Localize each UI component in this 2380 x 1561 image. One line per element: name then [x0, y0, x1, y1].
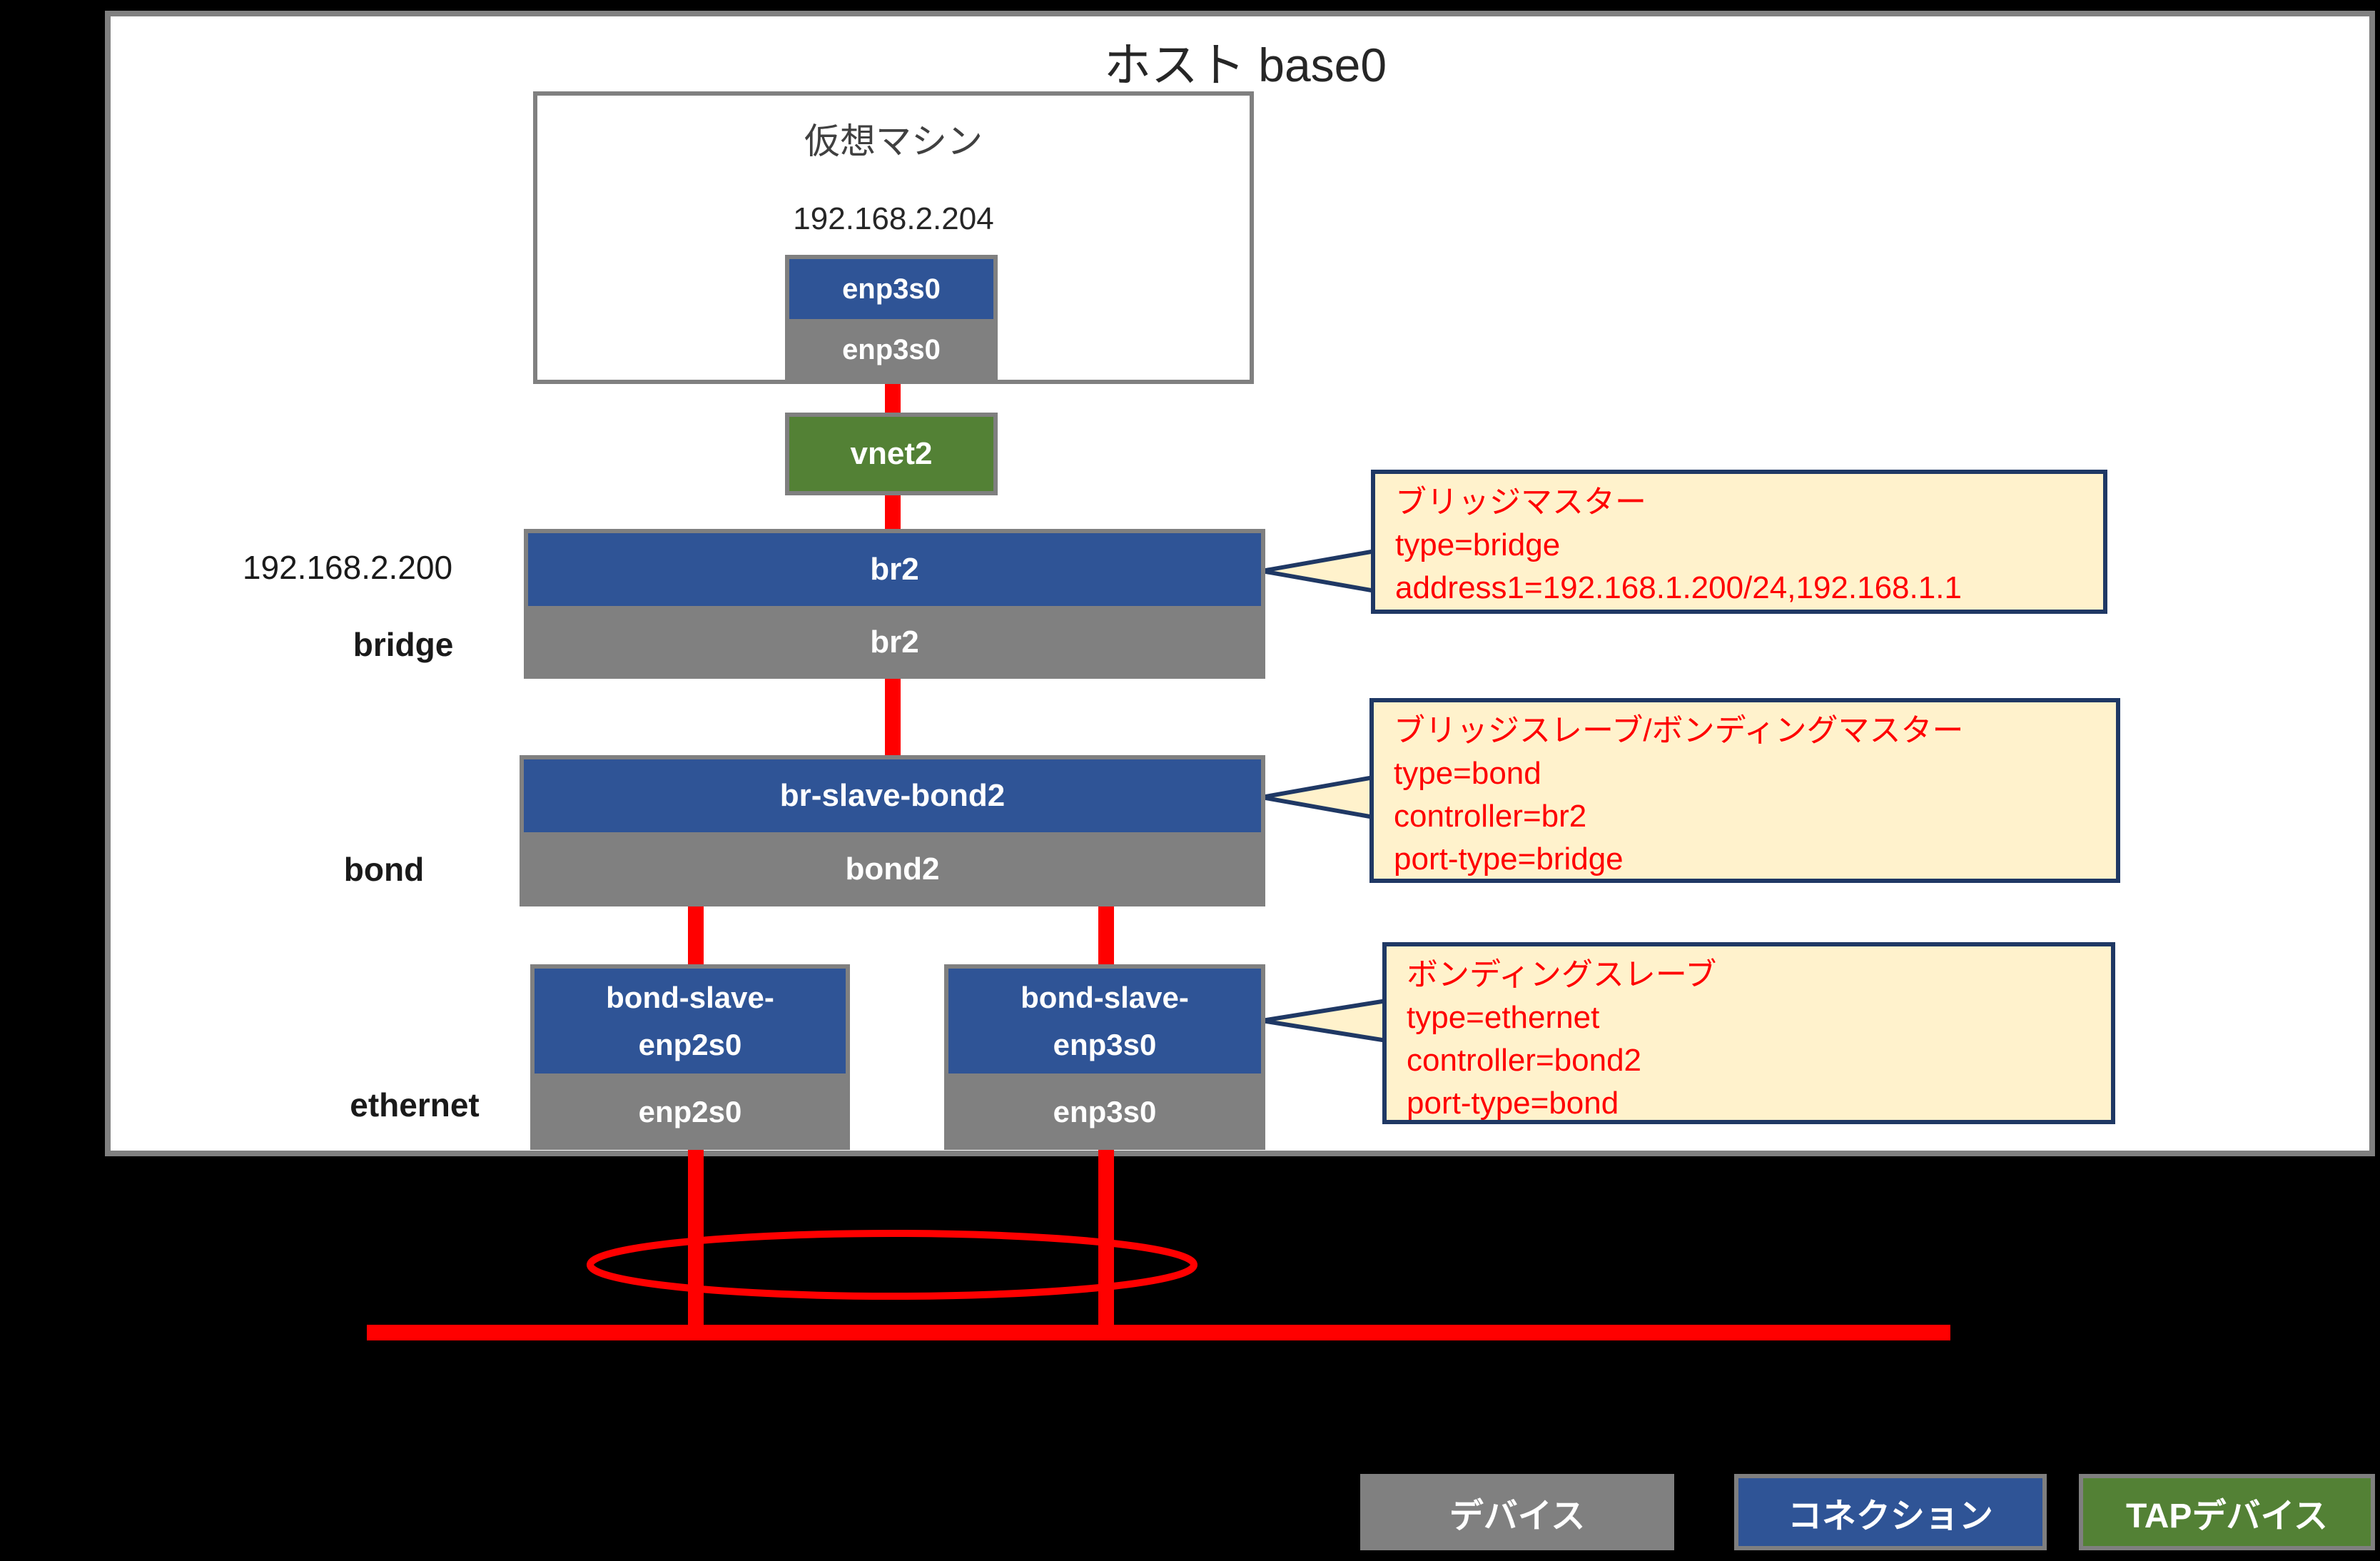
- vm-title: 仮想マシン: [804, 121, 983, 161]
- callout-line: type=bond: [1394, 756, 1541, 791]
- callout-line: port-type=bridge: [1394, 842, 1624, 877]
- legend-connection: コネクション: [1734, 1474, 2047, 1550]
- callout-bridge-master: ブリッジマスター type=bridge address1=192.168.1.…: [1371, 470, 2107, 614]
- callout-bonding-slave: ボンディングスレーブ type=ethernet controller=bond…: [1382, 942, 2115, 1124]
- ethernet-right-stack: bond-slave- enp3s0 enp3s0: [944, 964, 1265, 1150]
- callout-line: type=ethernet: [1407, 1000, 1600, 1035]
- callout-line: type=bridge: [1395, 527, 1561, 562]
- bond-device-box: bond2: [845, 852, 940, 886]
- bridge-ip-label: 192.168.2.200: [242, 549, 453, 586]
- bridge-device-box: br2: [870, 625, 919, 660]
- ethernet-left-stack: bond-slave- enp2s0 enp2s0: [530, 964, 850, 1150]
- bond-connection-box: br-slave-bond2: [524, 759, 1261, 832]
- ethernet-right-connection-line2: enp3s0: [1053, 1027, 1157, 1061]
- callout-line: ブリッジスレーブ/ボンディングマスター: [1394, 713, 1964, 748]
- bridge-stack: br2 br2: [524, 529, 1265, 679]
- bridge-connection-box: br2: [528, 533, 1261, 606]
- bond-stack: br-slave-bond2 bond2: [520, 755, 1265, 906]
- vm-connection-box: enp3s0: [789, 259, 993, 319]
- ethernet-left-connection-box: bond-slave- enp2s0: [535, 969, 846, 1073]
- callout-tail-bond-master: [1261, 774, 1376, 820]
- callout-tail-bridge-master: [1261, 548, 1377, 594]
- vm-ip-address: 192.168.2.204: [793, 201, 994, 236]
- bridge-layer-label: bridge: [353, 626, 454, 663]
- ethernet-right-connection-box: bond-slave- enp3s0: [948, 969, 1261, 1073]
- tap-device-box: vnet2: [785, 413, 998, 495]
- legend-device: デバイス: [1360, 1474, 1674, 1550]
- ethernet-left-connection-line2: enp2s0: [638, 1027, 742, 1061]
- ethernet-layer-label: ethernet: [350, 1086, 480, 1123]
- callout-line: controller=bond2: [1407, 1043, 1642, 1078]
- ethernet-left-connection-line1: bond-slave-: [606, 980, 774, 1014]
- vm-device-box: enp3s0: [842, 333, 941, 365]
- vm-enp3s0-stack: enp3s0 enp3s0: [785, 255, 998, 380]
- ethernet-right-connection-line1: bond-slave-: [1021, 980, 1189, 1014]
- callout-bridge-slave-bond-master: ブリッジスレーブ/ボンディングマスター type=bond controller…: [1369, 698, 2120, 883]
- network-ellipse: [587, 1230, 1197, 1300]
- callout-line: controller=br2: [1394, 799, 1587, 834]
- legend-tap-device: TAPデバイス: [2079, 1474, 2375, 1550]
- bond-layer-label: bond: [343, 851, 425, 888]
- callout-line: ボンディングスレーブ: [1407, 957, 1717, 992]
- page-title: ホスト base0: [1103, 39, 1387, 91]
- ethernet-right-device-box: enp3s0: [1053, 1094, 1157, 1128]
- callout-line: ブリッジマスター: [1395, 485, 1646, 520]
- callout-line: port-type=bond: [1407, 1086, 1619, 1121]
- callout-tail-bonding-slave: [1261, 998, 1389, 1044]
- ethernet-left-device-box: enp2s0: [638, 1094, 742, 1128]
- callout-line: address1=192.168.1.200/24,192.168.1.1: [1395, 570, 1962, 605]
